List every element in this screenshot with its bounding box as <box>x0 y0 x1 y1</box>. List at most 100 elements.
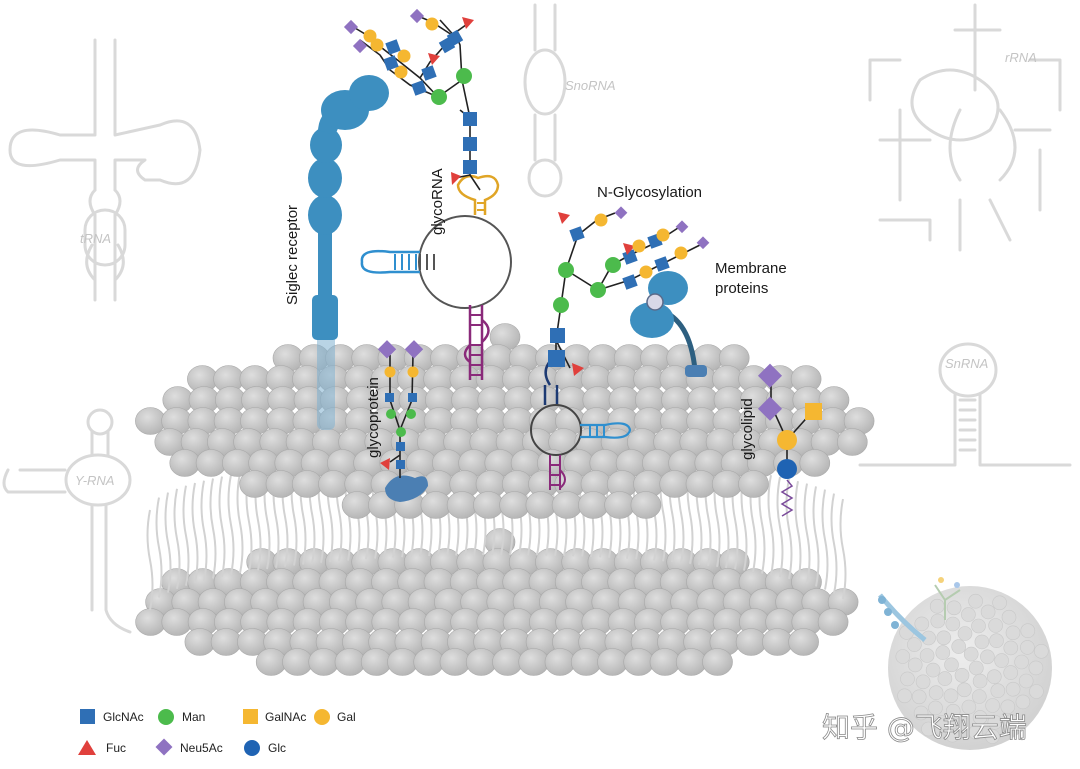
lipid-tail <box>182 485 190 586</box>
svg-text:Fuc: Fuc <box>106 741 126 755</box>
glycorna-structure: glycoRNA <box>360 168 512 380</box>
membrane-glycorna <box>530 404 632 490</box>
lipid-head <box>675 648 707 676</box>
vesicle-lipid <box>972 710 988 725</box>
yrna-ghost: Y-RNA <box>2 408 132 634</box>
lipid-tail <box>200 480 208 581</box>
lipid-head <box>413 648 445 676</box>
rrna-label: rRNA <box>1005 50 1037 65</box>
membrane-proteins-label-line2: proteins <box>715 280 768 297</box>
lipid-head <box>649 648 681 676</box>
vesicle-lipid <box>914 616 930 632</box>
membrane-proteins: Membrane proteins <box>630 260 787 377</box>
vesicle-lipid <box>956 682 972 698</box>
vesicle-lipid <box>900 671 915 687</box>
lipid-head <box>265 470 297 498</box>
upper-lipid-leaflet <box>135 323 875 519</box>
vesicle-lipid <box>990 683 1006 699</box>
vesicle-lipid <box>988 618 1003 633</box>
svg-text:GlcNAc: GlcNAc <box>103 710 144 724</box>
lipid-head <box>762 628 793 656</box>
vesicle-lipid <box>897 688 912 704</box>
vesicle-lipid <box>915 674 931 690</box>
vesicle-lipid <box>989 633 1004 649</box>
vesicle-lipid <box>1020 623 1036 639</box>
vesicle-lipid <box>945 727 960 743</box>
vesicle-lipid <box>1004 714 1019 729</box>
lipid-head <box>711 470 743 498</box>
lipid-head <box>255 648 287 676</box>
vesicle-lipid <box>913 705 929 721</box>
lipid-head <box>135 608 166 636</box>
vesicle-lipid <box>945 616 961 632</box>
lipid-head <box>334 648 366 676</box>
lipid-head <box>135 407 166 435</box>
legend-item-galnac: GalNAc <box>243 709 306 724</box>
lipid-tail <box>146 509 154 611</box>
vesicle-lipid <box>971 618 986 634</box>
siglec-receptor: Siglec receptor <box>284 75 389 430</box>
lipid-head <box>161 608 193 636</box>
lipid-head <box>341 491 373 519</box>
vesicle-lipid <box>944 657 959 673</box>
legend-item-fuc: Fuc <box>78 740 126 755</box>
siglec-label: Siglec receptor <box>284 205 301 305</box>
vesicle-lipid <box>961 607 976 622</box>
lipid-head <box>360 648 392 676</box>
lipid-head <box>492 648 523 676</box>
lipid-tail <box>767 475 775 576</box>
svg-text:Glc: Glc <box>268 741 286 755</box>
lipid-head <box>499 491 530 519</box>
lipid-tail <box>164 492 172 593</box>
vesicle-lipid <box>933 715 949 730</box>
vesicle-lipid <box>946 600 962 616</box>
lipid-head <box>420 491 452 519</box>
lipid-head <box>525 491 557 519</box>
vesicle-lipid <box>974 634 990 650</box>
vesicle-lipid <box>928 685 944 701</box>
lipid-tail <box>218 476 226 577</box>
vesicle-lipid <box>1034 643 1049 659</box>
lipid-head <box>836 428 868 456</box>
vesicle-lipid <box>1018 673 1034 689</box>
svg-text:Gal: Gal <box>337 710 356 724</box>
vesicle-lipid <box>968 593 983 609</box>
lower-lipid-leaflet <box>135 528 859 676</box>
vesicle-lipid <box>1003 665 1019 680</box>
vesicle-lipid <box>945 703 961 719</box>
vesicle-lipid <box>930 613 946 629</box>
lipid-tail <box>785 478 793 580</box>
lipid-head <box>282 648 313 676</box>
lipid-tail <box>812 486 820 587</box>
lipid-head <box>169 449 201 477</box>
lipid-tail <box>209 478 217 579</box>
lipid-head <box>570 648 602 676</box>
lipid-head <box>318 470 349 498</box>
vesicle-lipid <box>895 649 911 664</box>
svg-text:GalNAc: GalNAc <box>265 710 306 724</box>
lipid-head <box>439 648 471 676</box>
vesicle-lipid <box>921 721 936 737</box>
lipid-head <box>702 648 733 676</box>
vesicle-lipid <box>986 669 1002 685</box>
watermark: 知乎 @飞翔云端 <box>822 711 1027 744</box>
legend-item-man: Man <box>158 709 205 725</box>
lipid-head <box>195 449 227 477</box>
lipid-tail <box>794 481 802 582</box>
svg-text:Neu5Ac: Neu5Ac <box>180 741 223 755</box>
vesicle-lipid <box>907 657 923 673</box>
vesicle-lipid <box>951 639 967 654</box>
lipid-head <box>788 628 819 656</box>
vesicle-lipid <box>1003 640 1019 656</box>
vesicle-lipid <box>987 714 1003 730</box>
lipid-tail <box>821 489 829 590</box>
svg-text:Man: Man <box>182 710 205 724</box>
vesicle-lipid <box>929 598 945 614</box>
lipid-head <box>604 491 635 519</box>
lipid-head <box>210 628 242 656</box>
snorna-ghost: SnoRNA <box>523 3 616 198</box>
vesicle-lipid <box>954 667 970 683</box>
vesicle-lipid <box>1001 609 1017 625</box>
lipid-head <box>518 648 550 676</box>
